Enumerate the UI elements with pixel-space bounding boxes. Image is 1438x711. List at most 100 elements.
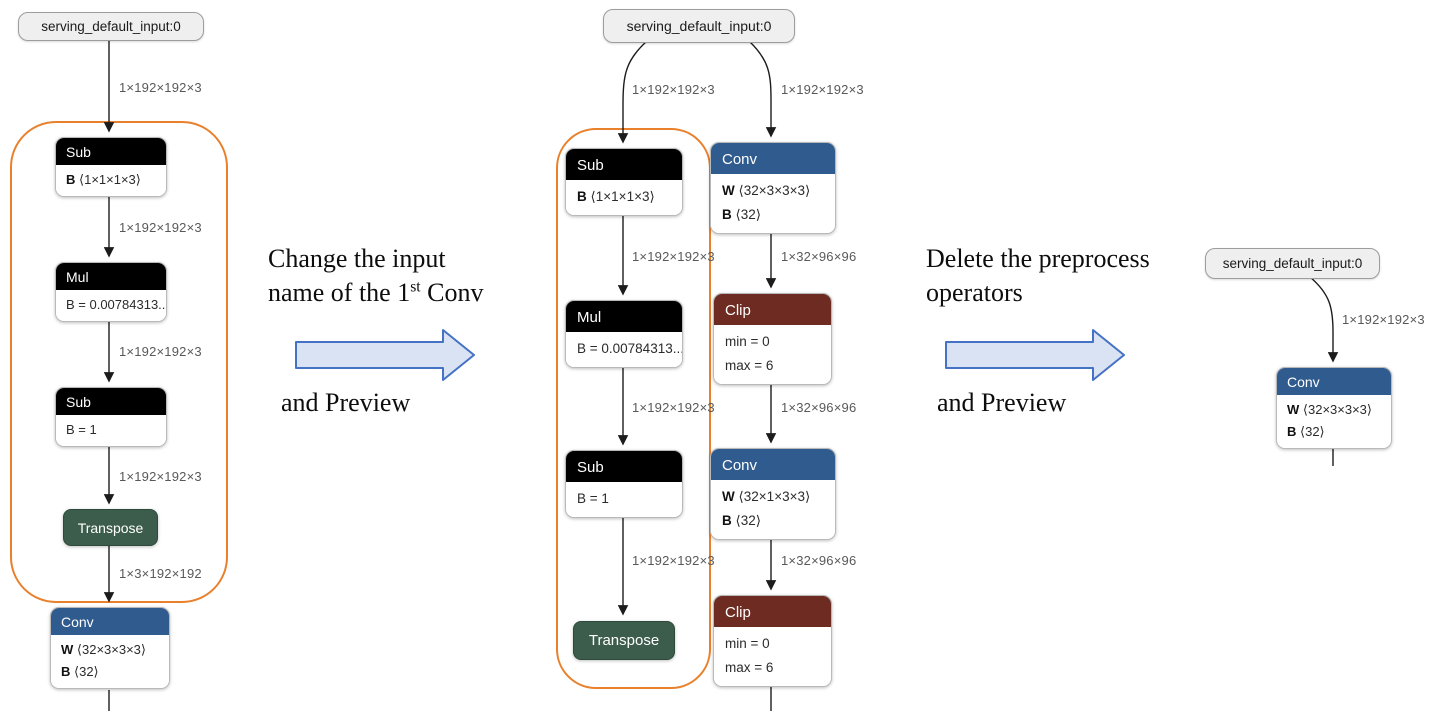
node-transpose-middle[interactable]: Transpose: [573, 621, 675, 660]
edge-label: 1×192×192×3: [1342, 312, 1425, 327]
caption-line: Delete the preprocess: [926, 244, 1150, 273]
param-key: W: [722, 489, 735, 504]
param-value: ⟨32⟩: [74, 664, 99, 679]
param-key: W: [61, 642, 74, 657]
edge-label: 1×192×192×3: [632, 400, 715, 415]
param-value: ⟨32×3×3×3⟩: [76, 642, 146, 657]
edge-label: 1×192×192×3: [781, 82, 864, 97]
node-mul-middle[interactable]: Mul B = 0.00784313...: [565, 300, 683, 368]
node-params: W ⟨32×1×3×3⟩ B ⟨32⟩: [711, 480, 835, 539]
param-line: max = 6: [725, 660, 774, 675]
preprocess-group-outline-middle: [556, 128, 711, 689]
ordinal-suffix: st: [410, 278, 421, 296]
param-value: ⟨32×3×3×3⟩: [738, 183, 811, 198]
param-value: ⟨32×1×3×3⟩: [738, 489, 811, 504]
param-value: ⟨1×1×1×3⟩: [590, 189, 655, 204]
node-clip-2-middle[interactable]: Clip min = 0 max = 6: [713, 595, 832, 687]
node-title: Clip: [714, 294, 831, 325]
node-title: Sub: [566, 451, 682, 482]
node-params: B = 0.00784313...: [566, 332, 682, 367]
edge-label: 1×192×192×3: [119, 80, 202, 95]
node-title: Conv: [1277, 368, 1391, 395]
node-params: B = 1: [566, 482, 682, 517]
caption-line: operators: [926, 278, 1023, 307]
param-line: B = 1: [66, 422, 97, 437]
input-tensor-middle[interactable]: serving_default_input:0: [603, 9, 795, 43]
node-title: Conv: [711, 143, 835, 174]
edge-mid-input-conv: [748, 40, 777, 138]
node-params: B ⟨1×1×1×3⟩: [566, 180, 682, 215]
node-params: W ⟨32×3×3×3⟩ B ⟨32⟩: [711, 174, 835, 233]
transition1-caption-bottom: and Preview: [281, 388, 411, 417]
param-key: B: [61, 664, 71, 679]
param-line: min = 0: [725, 636, 770, 651]
edge-label: 1×192×192×3: [119, 469, 202, 484]
param-key: W: [1287, 402, 1300, 417]
node-sub-2-middle[interactable]: Sub B = 1: [565, 450, 683, 518]
node-params: B = 1: [56, 415, 166, 446]
node-title: Mul: [56, 263, 166, 290]
param-key: W: [722, 183, 735, 198]
transition1-caption: Change the input name of the 1st Conv: [268, 242, 483, 310]
edge-label: 1×32×96×96: [781, 400, 857, 415]
edge-mid-input-sub: [617, 40, 648, 144]
node-params: B ⟨1×1×1×3⟩: [56, 165, 166, 196]
transition-arrow-2: [945, 329, 1125, 381]
param-value: ⟨32⟩: [1300, 424, 1325, 439]
transition2-caption-bottom: and Preview: [937, 388, 1067, 417]
node-conv-2-middle[interactable]: Conv W ⟨32×1×3×3⟩ B ⟨32⟩: [710, 448, 836, 540]
node-params: B = 0.00784313...: [56, 290, 166, 321]
node-mul-left[interactable]: Mul B = 0.00784313...: [55, 262, 167, 322]
edge-label: 1×192×192×3: [632, 553, 715, 568]
caption-line: name of the 1st Conv: [268, 278, 484, 307]
param-key: B: [577, 189, 587, 204]
param-value: ⟨32×3×3×3⟩: [1302, 402, 1372, 417]
node-title: Sub: [56, 388, 166, 415]
node-title: Conv: [711, 449, 835, 480]
node-title: Conv: [51, 608, 169, 635]
param-line: B = 0.00784313...: [66, 297, 167, 312]
input-tensor-left[interactable]: serving_default_input:0: [18, 12, 204, 41]
edge-label: 1×32×96×96: [781, 553, 857, 568]
param-key: B: [66, 172, 76, 187]
node-conv-left[interactable]: Conv W ⟨32×3×3×3⟩ B ⟨32⟩: [50, 607, 170, 689]
param-key: B: [722, 513, 732, 528]
node-sub-2-left[interactable]: Sub B = 1: [55, 387, 167, 447]
node-transpose-left[interactable]: Transpose: [63, 509, 158, 546]
edge-label: 1×32×96×96: [781, 249, 857, 264]
param-key: B: [722, 207, 732, 222]
edge-label: 1×3×192×192: [119, 566, 202, 581]
node-title: Mul: [566, 301, 682, 332]
transition-arrow-1: [295, 329, 475, 381]
node-title: Sub: [566, 149, 682, 180]
param-line: B = 1: [577, 491, 609, 506]
caption-line: Change the input: [268, 244, 446, 273]
node-title: Sub: [56, 138, 166, 165]
node-sub-1-middle[interactable]: Sub B ⟨1×1×1×3⟩: [565, 148, 683, 216]
param-value: ⟨32⟩: [735, 207, 762, 222]
edge-label: 1×192×192×3: [632, 82, 715, 97]
edge-label: 1×192×192×3: [119, 344, 202, 359]
param-line: max = 6: [725, 358, 774, 373]
preprocess-group-outline-left: [10, 121, 228, 603]
node-sub-1-left[interactable]: Sub B ⟨1×1×1×3⟩: [55, 137, 167, 197]
node-params: W ⟨32×3×3×3⟩ B ⟨32⟩: [51, 635, 169, 688]
node-params: W ⟨32×3×3×3⟩ B ⟨32⟩: [1277, 395, 1391, 448]
node-params: min = 0 max = 6: [714, 627, 831, 686]
node-params: min = 0 max = 6: [714, 325, 831, 384]
input-tensor-right[interactable]: serving_default_input:0: [1205, 248, 1380, 279]
transition2-caption: Delete the preprocess operators: [926, 242, 1150, 310]
edge-label: 1×192×192×3: [119, 220, 202, 235]
param-value: ⟨1×1×1×3⟩: [79, 172, 141, 187]
node-conv-right[interactable]: Conv W ⟨32×3×3×3⟩ B ⟨32⟩: [1276, 367, 1392, 449]
param-key: B: [1287, 424, 1297, 439]
edge-label: 1×192×192×3: [632, 249, 715, 264]
param-line: min = 0: [725, 334, 770, 349]
param-line: B = 0.00784313...: [577, 341, 683, 356]
node-title: Clip: [714, 596, 831, 627]
node-conv-1-middle[interactable]: Conv W ⟨32×3×3×3⟩ B ⟨32⟩: [710, 142, 836, 234]
param-value: ⟨32⟩: [735, 513, 762, 528]
node-clip-1-middle[interactable]: Clip min = 0 max = 6: [713, 293, 832, 385]
